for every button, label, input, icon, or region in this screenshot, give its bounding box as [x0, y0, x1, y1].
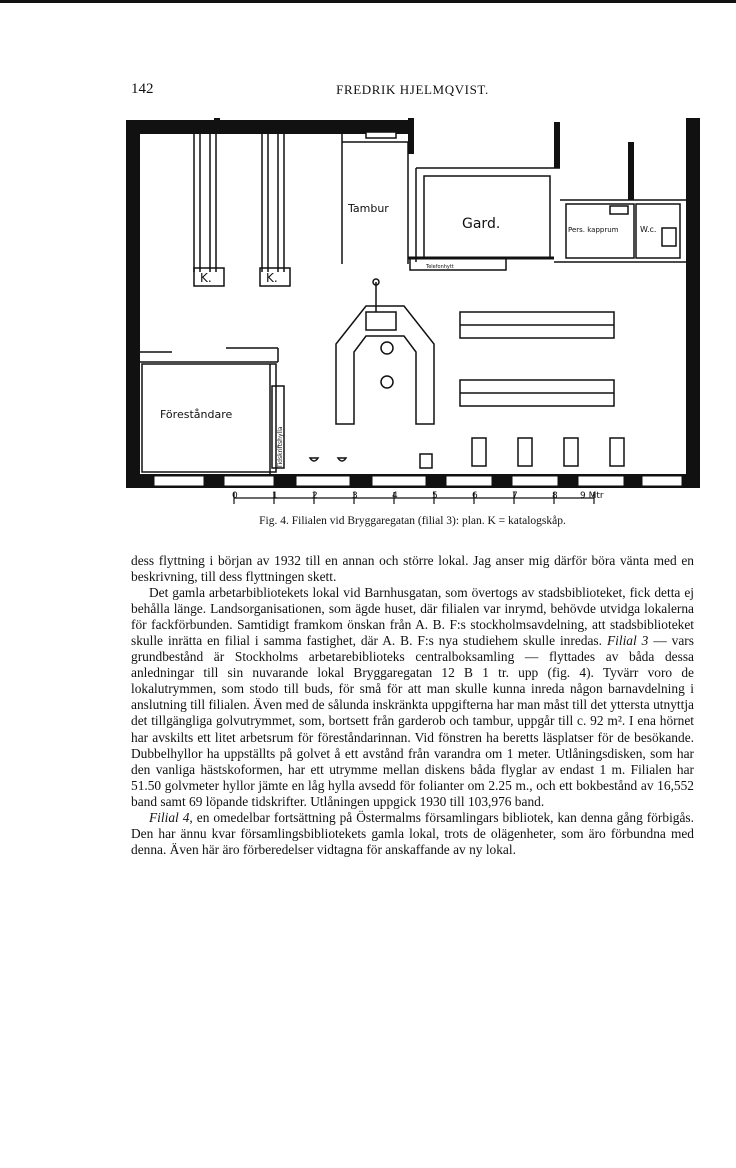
- scale-tick-7: 7: [512, 491, 518, 501]
- paragraph-2-rest: — vars grundbestånd är Stockholms arbeta…: [131, 633, 694, 809]
- scale-tick-3: 3: [352, 491, 358, 501]
- label-wc: W.c.: [640, 225, 656, 234]
- figure-caption: Fig. 4. Filialen vid Bryggaregatan (fili…: [131, 515, 694, 527]
- scale-tick-6: 6: [472, 491, 478, 501]
- label-tambur: Tambur: [347, 202, 389, 215]
- paragraph-3: Filial 4, en omedelbar fortsättning på Ö…: [131, 810, 694, 858]
- scale-tick-1: 1: [272, 491, 278, 501]
- figure-caption-text: Filialen vid Bryggaregatan (filial 3): p…: [291, 515, 566, 527]
- floor-plan: 0 1 2 3 4 5 6 7 8 9 Mtr Tambur Gard. Tel…: [126, 118, 700, 504]
- scale-tick-0: 0: [232, 491, 238, 501]
- filial-3-label: Filial 3: [606, 633, 649, 649]
- scale-tick-5: 5: [432, 491, 438, 501]
- scale-tick-9: 9 Mtr: [580, 491, 604, 501]
- label-pers-kapprum: Pers. kapprum: [568, 226, 619, 234]
- label-tidskriftshylla: Tidskriftshylla: [277, 426, 284, 469]
- paragraph-3-rest: en omedelbar fortsättning på Östermalms …: [131, 809, 694, 857]
- body-text: dess flyttning i början av 1932 till en …: [131, 553, 694, 858]
- label-k-1: K.: [200, 271, 212, 285]
- figure-label: Fig. 4.: [259, 515, 289, 527]
- scale-tick-8: 8: [552, 491, 558, 501]
- running-head: FREDRIK HJELMQVIST.: [336, 82, 489, 97]
- page-header: 142 FREDRIK HJELMQVIST.: [131, 81, 694, 103]
- label-gard: Gard.: [462, 216, 500, 232]
- label-telefonhytt: Telefonhytt: [425, 264, 454, 270]
- filial-4-label: Filial 4,: [149, 809, 193, 825]
- label-k-2: K.: [266, 271, 278, 285]
- scale-tick-4: 4: [392, 491, 398, 501]
- top-rule: [0, 0, 736, 3]
- page-number: 142: [131, 81, 154, 97]
- scale-tick-2: 2: [312, 491, 318, 501]
- paragraph-2-intro: Det gamla arbetarbibliotekets lokal vid …: [131, 585, 694, 649]
- paragraph-2: Det gamla arbetarbibliotekets lokal vid …: [131, 585, 694, 810]
- label-forestandare: Föreståndare: [160, 408, 232, 421]
- paragraph-1: dess flyttning i början av 1932 till en …: [131, 553, 694, 585]
